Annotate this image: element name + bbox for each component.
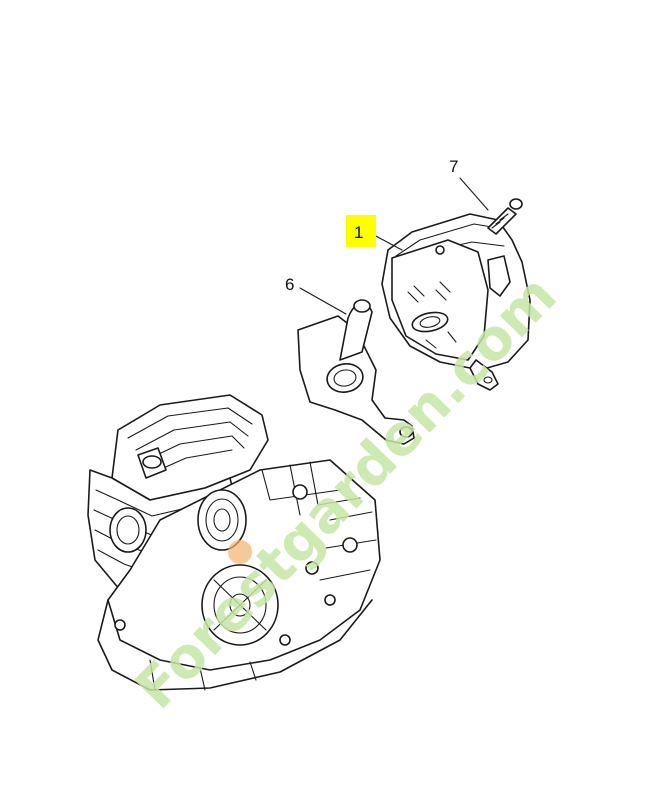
callout-1-highlight: [346, 215, 376, 247]
callout-label-1: 1: [354, 223, 363, 242]
guide-plate-drawing: [297, 299, 415, 445]
screw-drawing: [487, 198, 523, 235]
callout-label-7: 7: [449, 157, 458, 176]
leader-lines: [299, 177, 489, 315]
watermark-orange-accent: [228, 540, 252, 564]
muffler-drawing: [381, 213, 531, 391]
engine-block-drawing: [87, 394, 381, 691]
callout-label-6: 6: [285, 275, 294, 294]
